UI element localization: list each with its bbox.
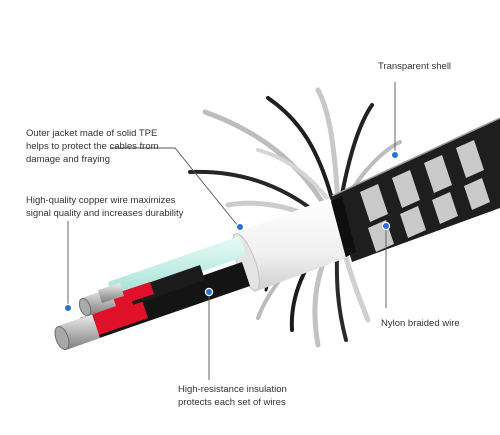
label-nylon-braided-wire: Nylon braided wire <box>381 318 460 329</box>
callout-dots <box>63 150 400 313</box>
callout-dot-insulation <box>204 287 214 297</box>
braided-cable <box>326 117 500 262</box>
inner-wires <box>80 236 250 342</box>
label-insulation-line-2: protects each set of wires <box>178 397 286 408</box>
label-insulation-line-1: High-resistance insulation <box>178 384 287 395</box>
callout-dot-jacket <box>235 222 245 232</box>
label-copper-wire-line-1: High-quality copper wire maximizes <box>26 195 176 206</box>
label-outer-jacket-line-3: damage and fraying <box>26 154 110 165</box>
label-outer-jacket-line-1: Outer jacket made of solid TPE <box>26 128 158 139</box>
callout-dot-shell <box>390 150 400 160</box>
callout-dot-nylon <box>381 221 391 231</box>
label-outer-jacket-line-2: helps to protect the cables from <box>26 141 159 152</box>
copper-conductors <box>54 283 124 350</box>
label-transparent-shell: Transparent shell <box>378 61 452 72</box>
label-copper-wire-line-2: signal quality and increases durability <box>26 208 184 219</box>
callout-dot-copper <box>63 303 73 313</box>
leader-lines <box>67 82 396 380</box>
